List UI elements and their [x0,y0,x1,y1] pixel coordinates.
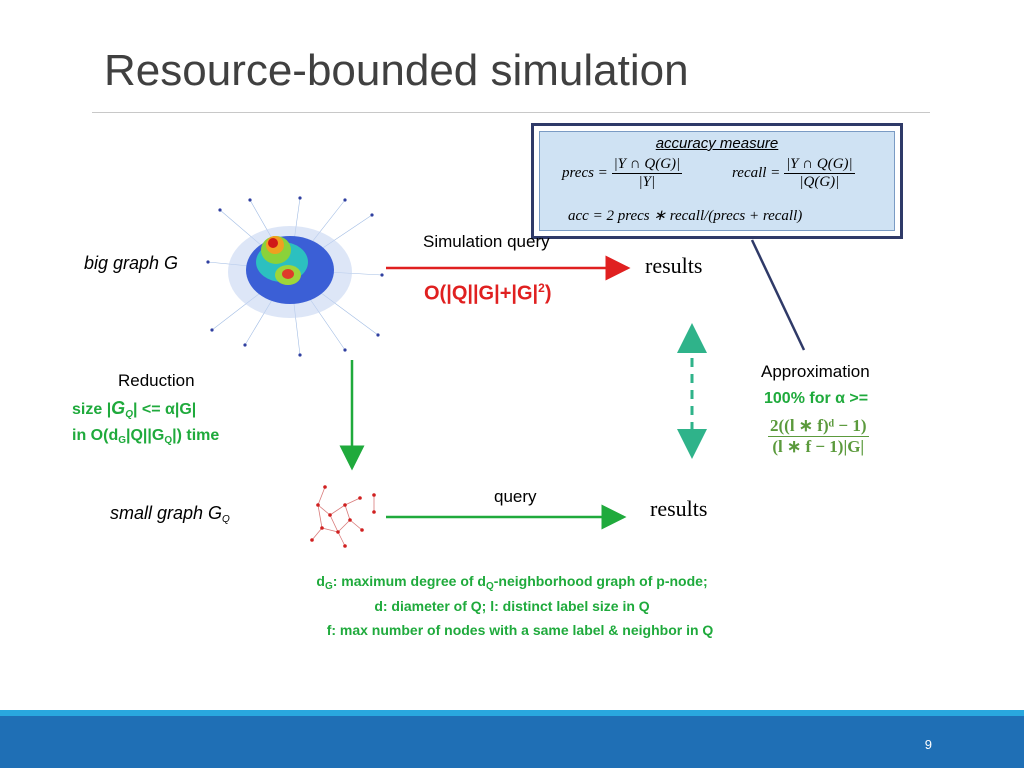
note1-b: : maximum degree of d [332,573,486,589]
footer-accent-bar [0,710,1024,716]
note-line-2: d: diameter of Q; l: distinct label size… [374,598,650,614]
time-mid: |Q||G [126,427,165,444]
note1-a: d [316,573,325,589]
acc-formula: acc = 2 precs ∗ recall/(precs + recall) [568,208,803,224]
size-graph-subscript: Q [125,409,133,420]
time-suffix: |) time [172,427,220,444]
time-subscript-2: Q [164,435,173,446]
note1-c: -neighborhood graph of p-node; [493,573,708,589]
title-divider [92,112,930,113]
reduction-size-bound: size |GQ| <= α|G| [72,398,196,420]
approximation-denominator: (l ∗ f − 1)|G| [772,437,865,456]
reduction-time-bound: in O(dG|Q||GQ|) time [72,427,219,446]
recall-lhs: recall = [732,164,781,181]
complexity-suffix: ) [544,282,552,305]
small-graph-subscript: Q [222,514,230,525]
small-graph-prefix: small graph G [110,503,223,523]
top-results-label: results [645,253,703,278]
size-prefix: size | [72,401,112,418]
precs-denominator: |Y| [638,174,656,190]
approximation-formula: 2((l ∗ f)ᵈ − 1) (l ∗ f − 1)|G| [768,416,869,457]
precs-formula: precs = |Y ∩ Q(G)| |Y| [562,156,683,191]
slide-title: Resource-bounded simulation [104,46,689,95]
precs-fraction: |Y ∩ Q(G)| |Y| [611,156,683,191]
note-line-3: f: max number of nodes with a same label… [326,622,714,638]
reduction-label: Reduction [118,371,195,390]
recall-denominator: |Q(G)| [799,174,840,190]
query-label: query [494,487,537,506]
accuracy-measure-title: accuracy measure [655,135,779,152]
footer-bar [0,716,1024,768]
complexity-prefix: O(|Q||G|+|G| [424,282,539,305]
note1-sub2: Q [485,581,494,592]
recall-fraction: |Y ∩ Q(G)| |Q(G)| [784,156,855,191]
small-graph-label: small graph GQ [110,503,230,525]
accuracy-measure-box: accuracy measure precs = |Y ∩ Q(G)| |Y| … [531,123,903,239]
recall-formula: recall = |Y ∩ Q(G)| |Q(G)| [732,156,855,191]
small-graph-image [310,485,376,548]
big-graph-image [206,196,384,357]
recall-numerator: |Y ∩ Q(G)| [784,156,855,174]
approximation-fraction: 2((l ∗ f)ᵈ − 1) (l ∗ f − 1)|G| [768,416,869,457]
complexity-exponent: 2 [538,281,545,295]
precs-numerator: |Y ∩ Q(G)| [611,156,683,174]
size-suffix: | <= α|G| [132,401,197,418]
approximation-label: Approximation [761,362,870,381]
time-prefix: in O(d [72,427,119,444]
simulation-query-label: Simulation query [423,232,550,251]
page-number: 9 [924,737,932,752]
accuracy-connector-line [750,239,806,351]
note-line-1: dG: maximum degree of dQ-neighborhood gr… [0,573,1024,592]
accuracy-measure-panel: accuracy measure precs = |Y ∩ Q(G)| |Y| … [539,131,895,231]
approximation-bound: 100% for α >= [764,390,869,407]
size-graph-symbol: G [111,398,126,418]
approximation-numerator: 2((l ∗ f)ᵈ − 1) [768,416,869,437]
time-subscript-1: G [118,435,126,446]
bottom-results-label: results [650,496,708,521]
big-graph-label: big graph G [84,253,179,273]
precs-lhs: precs = [562,164,608,181]
note1-sub1: G [324,581,333,592]
simulation-complexity: O(|Q||G|+|G|2) [424,281,552,306]
